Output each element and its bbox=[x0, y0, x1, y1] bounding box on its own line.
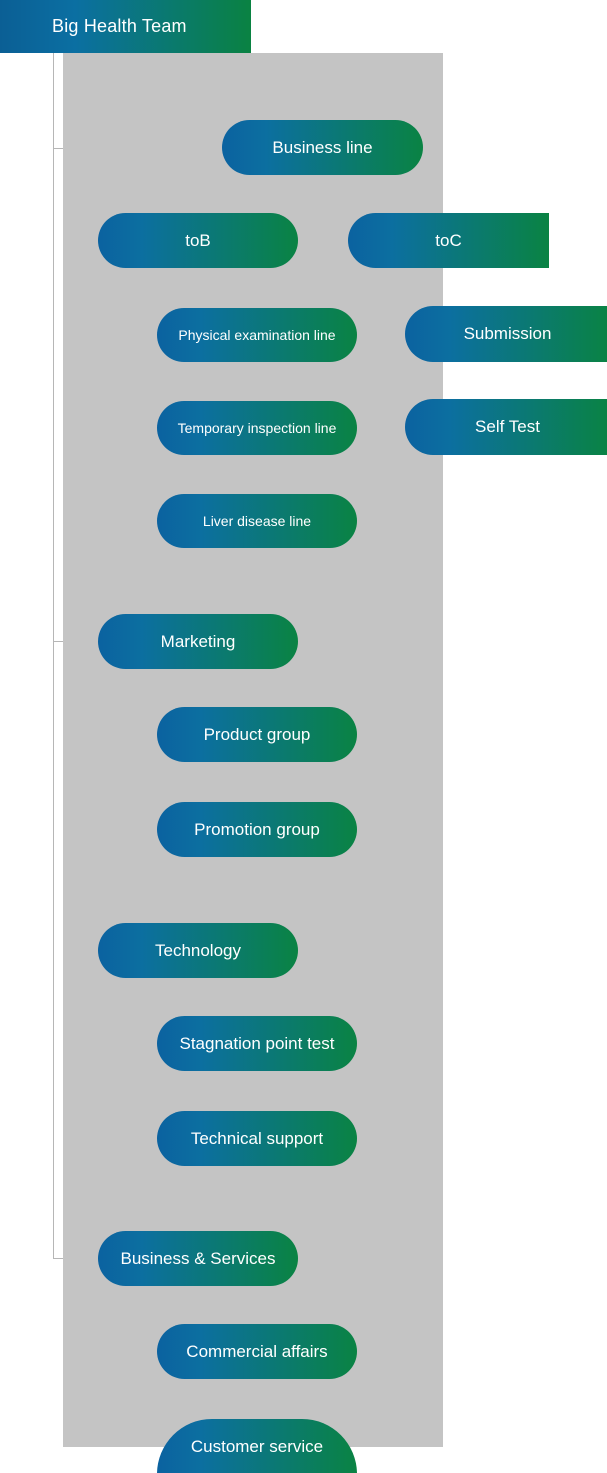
node-physical-examination-line[interactable]: Physical examination line bbox=[157, 308, 357, 362]
node-label: Self Test bbox=[475, 417, 540, 436]
node-product-group[interactable]: Product group bbox=[157, 707, 357, 762]
node-liver-disease-line[interactable]: Liver disease line bbox=[157, 494, 357, 548]
node-label: Temporary inspection line bbox=[177, 420, 337, 436]
node-business-and-services[interactable]: Business & Services bbox=[98, 1231, 298, 1286]
node-label: Stagnation point test bbox=[179, 1033, 335, 1053]
node-technology[interactable]: Technology bbox=[98, 923, 298, 978]
node-label: toC bbox=[435, 230, 462, 250]
node-submission[interactable]: Submission bbox=[405, 306, 607, 362]
node-self-test[interactable]: Self Test bbox=[405, 399, 607, 455]
node-label: toB bbox=[185, 230, 211, 250]
node-label: Submission bbox=[463, 324, 552, 343]
page-title: Big Health Team bbox=[52, 16, 187, 36]
node-business-line[interactable]: Business line bbox=[222, 120, 423, 175]
node-marketing[interactable]: Marketing bbox=[98, 614, 298, 669]
node-label: Physical examination line bbox=[178, 327, 336, 343]
node-label: Business & Services bbox=[120, 1248, 276, 1268]
node-stagnation-point-test[interactable]: Stagnation point test bbox=[157, 1016, 357, 1071]
node-label: Commercial affairs bbox=[186, 1341, 328, 1361]
header-banner: Big Health Team bbox=[0, 0, 251, 53]
node-label: Customer service bbox=[190, 1436, 324, 1456]
node-label: Business line bbox=[272, 137, 373, 157]
node-label: Marketing bbox=[160, 631, 236, 651]
connector-tick-business-services bbox=[53, 1258, 63, 1259]
node-promotion-group[interactable]: Promotion group bbox=[157, 802, 357, 857]
connector-rail-vertical bbox=[53, 44, 54, 1259]
node-label: Promotion group bbox=[194, 819, 320, 839]
node-label: Technology bbox=[154, 940, 241, 960]
connector-tick-business-line bbox=[53, 148, 63, 149]
node-tob[interactable]: toB bbox=[98, 213, 298, 268]
node-label: Liver disease line bbox=[202, 513, 312, 529]
node-commercial-affairs[interactable]: Commercial affairs bbox=[157, 1324, 357, 1379]
node-label: Technical support bbox=[190, 1128, 324, 1148]
connector-tick-marketing bbox=[53, 641, 63, 642]
node-toc[interactable]: toC bbox=[348, 213, 549, 268]
node-label: Product group bbox=[203, 724, 311, 744]
node-technical-support[interactable]: Technical support bbox=[157, 1111, 357, 1166]
node-temporary-inspection-line[interactable]: Temporary inspection line bbox=[157, 401, 357, 455]
node-customer-service[interactable]: Customer service bbox=[157, 1419, 357, 1473]
